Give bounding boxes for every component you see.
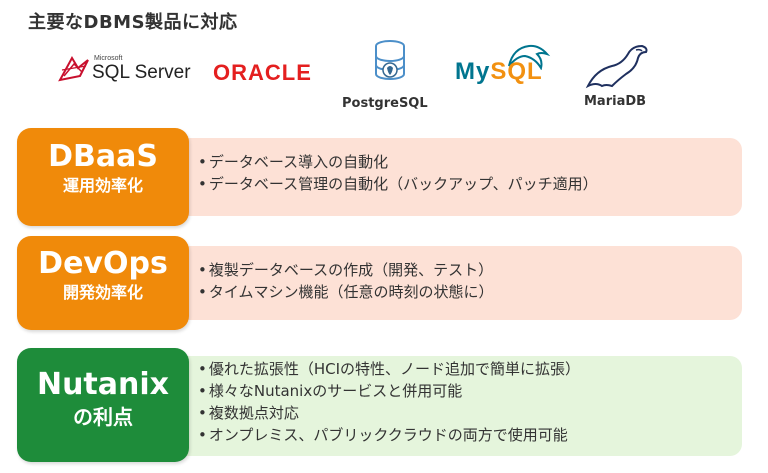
- devops-badge: DevOps 開発効率化: [17, 236, 189, 330]
- dbaas-bullet-list: •データベース導入の自動化 •データベース管理の自動化（バックアップ、パッチ適用…: [198, 151, 598, 195]
- devops-panel: [175, 246, 742, 320]
- mariadb-logo: MariaDB: [582, 40, 672, 115]
- mysql-logo: MySQL: [455, 42, 555, 92]
- dbaas-panel: [175, 138, 742, 216]
- devops-subtitle: 開発効率化: [62, 283, 143, 302]
- nutanix-bullet-list: •優れた拡張性（HCIの特性、ノード追加で簡単に拡張） •様々なNutanixの…: [198, 358, 580, 446]
- mysql-my-text: My: [455, 58, 491, 85]
- mysql-wordmark: MySQL: [455, 58, 543, 86]
- nutanix-badge: Nutanix の利点: [17, 348, 189, 462]
- oracle-logo: ORACLE: [213, 60, 312, 85]
- sql-server-label: SQL Server: [92, 62, 191, 83]
- list-item: •様々なNutanixのサービスと併用可能: [198, 382, 463, 400]
- list-item: •優れた拡張性（HCIの特性、ノード追加で簡単に拡張）: [198, 360, 581, 378]
- nutanix-title: Nutanix: [36, 367, 170, 402]
- list-item: •複数拠点対応: [198, 404, 299, 422]
- sql-server-small-label: Microsoft: [94, 55, 123, 62]
- postgresql-label: PostgreSQL: [342, 96, 428, 111]
- page-heading: 主要なDBMS製品に対応: [28, 12, 238, 33]
- dbaas-badge: DBaaS 運用効率化: [17, 128, 189, 226]
- seal-icon: [585, 44, 648, 89]
- sql-server-icon: [58, 55, 89, 82]
- list-item: •オンプレミス、パブリッククラウドの両方で使用可能: [198, 426, 568, 444]
- devops-bullet-list: •複製データベースの作成（開発、テスト） •タイムマシン機能（任意の時刻の状態に…: [198, 259, 494, 303]
- sql-server-logo: Microsoft SQL Server: [58, 52, 198, 92]
- mysql-sql-text: SQL: [490, 58, 543, 85]
- database-cylinder-icon: [375, 40, 405, 80]
- list-item: •データベース管理の自動化（バックアップ、パッチ適用）: [198, 175, 598, 193]
- dolphin-icon: [508, 44, 551, 70]
- list-item: •データベース導入の自動化: [198, 153, 389, 171]
- postgresql-logo: PostgreSQL: [340, 40, 440, 115]
- dbaas-subtitle: 運用効率化: [62, 176, 143, 195]
- nutanix-subtitle: の利点: [73, 405, 133, 429]
- devops-title: DevOps: [38, 246, 168, 281]
- list-item: •複製データベースの作成（開発、テスト）: [198, 261, 494, 279]
- nutanix-panel: [175, 356, 742, 456]
- mariadb-label: MariaDB: [584, 94, 647, 109]
- dbaas-title: DBaaS: [48, 139, 158, 174]
- list-item: •タイムマシン機能（任意の時刻の状態に）: [198, 283, 494, 301]
